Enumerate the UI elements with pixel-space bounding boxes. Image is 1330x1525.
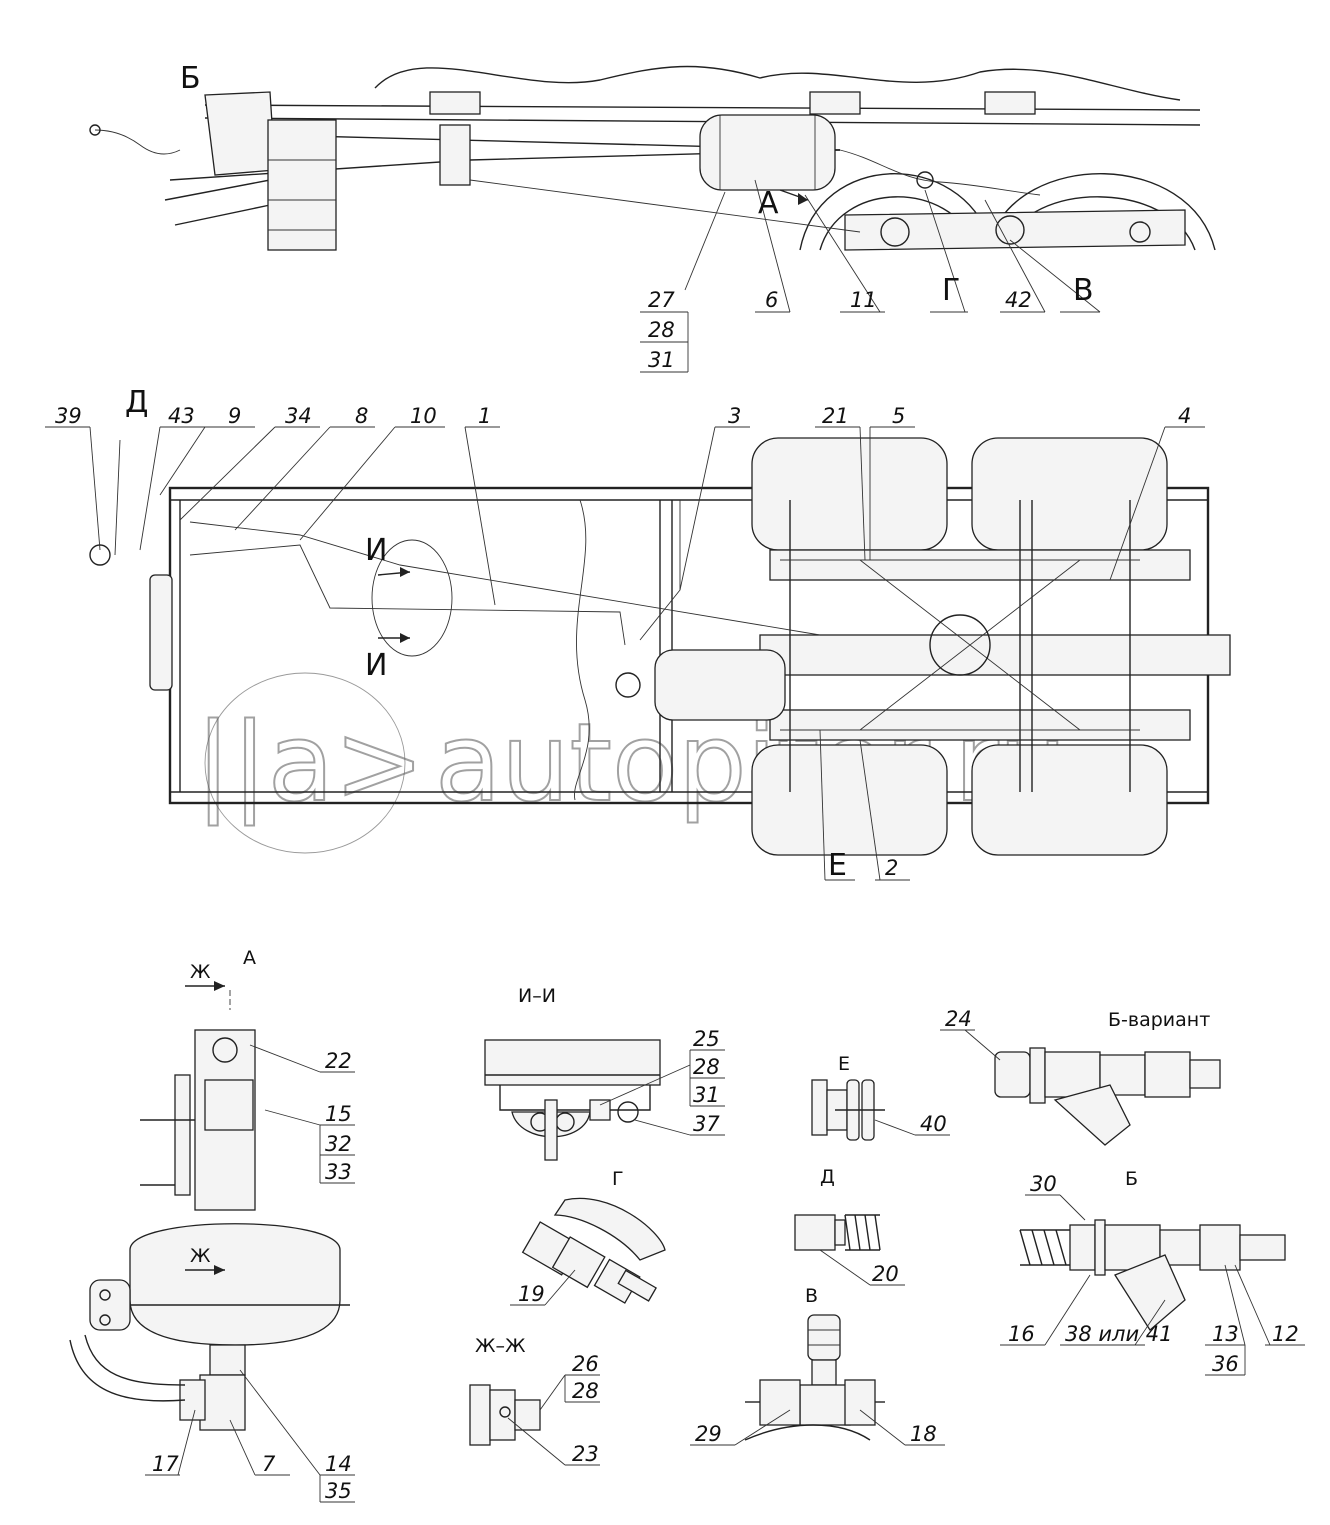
callout-24: 24 <box>945 1007 972 1031</box>
callout-28-zh: 28 <box>572 1379 599 1403</box>
callout-14: 14 <box>325 1452 352 1476</box>
callout-15: 15 <box>325 1102 352 1126</box>
section-mark-I-top: И <box>365 533 387 568</box>
callout-28: 28 <box>648 318 675 342</box>
callout-3: 3 <box>728 404 741 428</box>
callout-42: 42 <box>1005 288 1032 312</box>
callout-25: 25 <box>693 1027 720 1051</box>
detail-B-variant-title: Б-вариант <box>1108 1009 1210 1031</box>
view-letter-V: В <box>1073 273 1094 308</box>
detail-G-title: Г <box>612 1168 624 1190</box>
side-view: Б А Г В 27 28 31 6 11 42 <box>89 61 1216 373</box>
callout-30: 30 <box>1030 1172 1057 1196</box>
callout-40: 40 <box>920 1112 947 1136</box>
view-letter-G: Г <box>942 273 960 308</box>
callout-27: 27 <box>648 288 675 312</box>
callout-4: 4 <box>1178 404 1191 428</box>
detail-V: В 29 18 <box>690 1285 945 1446</box>
view-letter-E: Е <box>828 848 847 883</box>
detail-II: И–И 25 28 31 37 <box>484 985 725 1161</box>
detail-ZhZh-title: Ж–Ж <box>475 1335 526 1357</box>
callout-33: 33 <box>325 1160 352 1184</box>
detail-E: Е 40 <box>811 1053 950 1141</box>
callout-2: 2 <box>885 856 898 880</box>
callout-39: 39 <box>55 404 82 428</box>
callout-11: 11 <box>850 288 877 312</box>
callout-18: 18 <box>910 1422 937 1446</box>
callout-6: 6 <box>765 288 778 312</box>
plan-view: Д И И Е 39 43 9 34 8 10 1 3 21 5 4 2 <box>45 385 1231 883</box>
view-letter-D: Д <box>125 385 148 420</box>
callout-20: 20 <box>872 1262 899 1286</box>
callout-23: 23 <box>572 1442 599 1466</box>
callout-5: 5 <box>892 404 905 428</box>
callout-13: 13 <box>1212 1322 1239 1346</box>
callout-22: 22 <box>325 1049 352 1073</box>
callout-10: 10 <box>410 404 437 428</box>
callout-21: 21 <box>822 404 849 428</box>
callout-7: 7 <box>262 1452 276 1476</box>
callout-26: 26 <box>572 1352 599 1376</box>
detail-E-title: Е <box>838 1053 850 1075</box>
view-letter-B: Б <box>180 61 201 96</box>
callout-43: 43 <box>168 404 195 428</box>
callout-38-or-41: 38 или 41 <box>1065 1322 1173 1346</box>
callout-9: 9 <box>228 404 241 428</box>
detail-A: А Ж Ж 22 15 32 33 17 7 14 35 <box>69 947 355 1503</box>
callout-36: 36 <box>1212 1352 1239 1376</box>
detail-ZhZh: Ж–Ж 26 28 23 <box>469 1335 600 1466</box>
callout-16: 16 <box>1008 1322 1035 1346</box>
callout-31-ii: 31 <box>693 1083 720 1107</box>
section-mark-I-bottom: И <box>365 648 387 683</box>
detail-B-variant: Б-вариант 24 <box>940 1007 1221 1146</box>
callout-8: 8 <box>355 404 368 428</box>
detail-D: Д 20 <box>794 1166 905 1286</box>
callout-32: 32 <box>325 1132 352 1156</box>
detail-B-title: Б <box>1125 1168 1138 1190</box>
callout-31: 31 <box>648 348 675 372</box>
callout-35: 35 <box>325 1479 352 1503</box>
callout-17: 17 <box>152 1452 179 1476</box>
callout-28-ii: 28 <box>693 1055 720 1079</box>
section-mark-Zh-bottom: Ж <box>190 1245 211 1267</box>
detail-A-title: А <box>243 947 256 969</box>
watermark-logo: ||a> <box>195 701 424 826</box>
detail-D-title: Д <box>820 1166 835 1188</box>
detail-B: Б 30 16 38 или 41 13 36 12 <box>1000 1168 1305 1376</box>
callout-37: 37 <box>693 1112 720 1136</box>
callout-29: 29 <box>695 1422 722 1446</box>
detail-G: Г 19 <box>510 1168 666 1306</box>
detail-V-title: В <box>805 1285 818 1307</box>
callout-12: 12 <box>1272 1322 1299 1346</box>
callout-34: 34 <box>285 404 312 428</box>
callout-19: 19 <box>518 1282 545 1306</box>
callout-1: 1 <box>478 404 491 428</box>
section-mark-Zh-top: Ж <box>190 961 211 983</box>
detail-II-title: И–И <box>518 985 556 1007</box>
view-letter-A: А <box>758 186 779 221</box>
